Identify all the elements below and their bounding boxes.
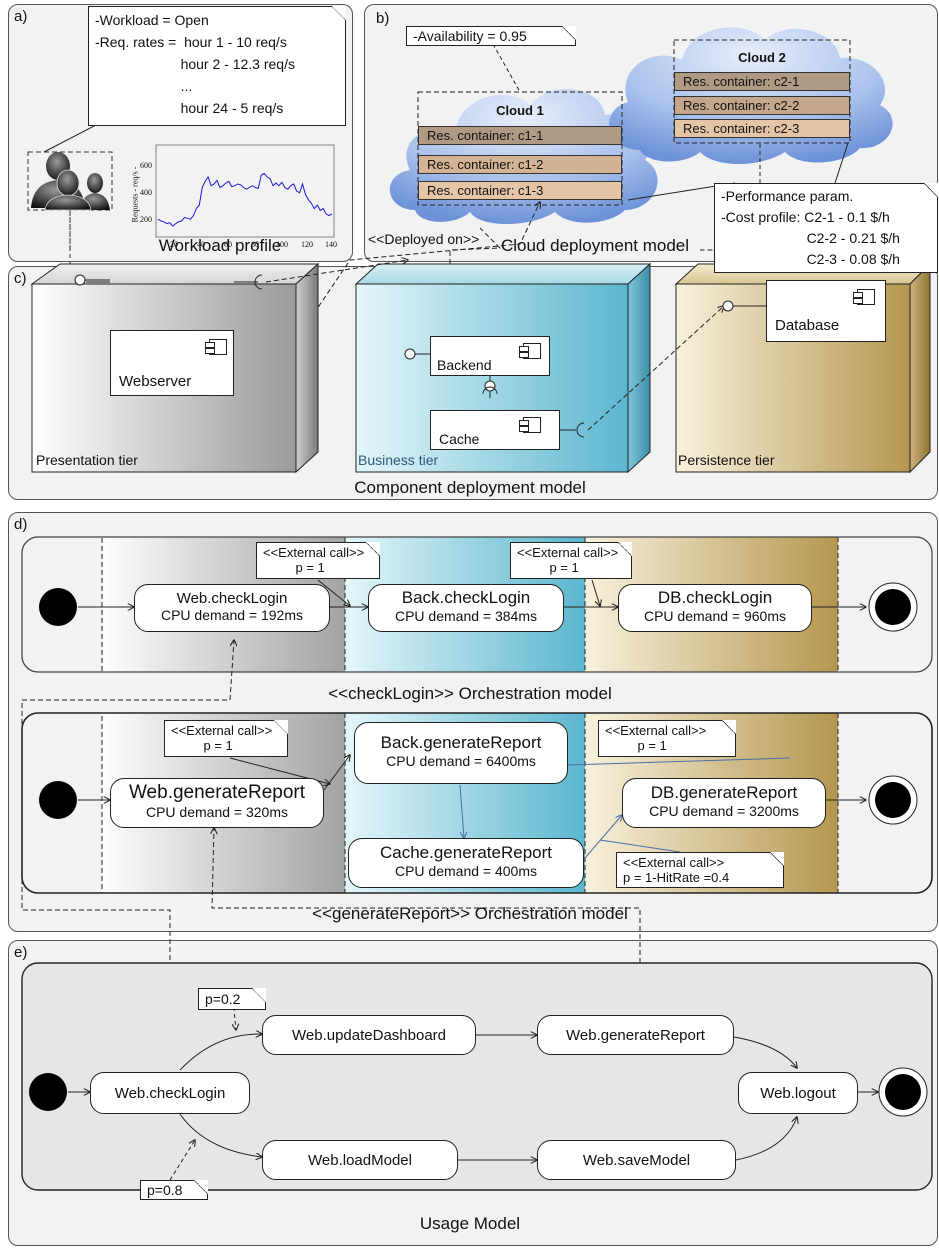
generate-external-call-3: <<External call>> p = 1-HitRate =0.4	[616, 852, 784, 888]
container-c2-1: Res. container: c2-1	[674, 72, 850, 91]
activity-cpu: CPU demand = 384ms	[394, 608, 538, 624]
webserver-component: Webserver	[110, 330, 234, 396]
component-icon	[519, 343, 541, 359]
activity-name: Web.checkLogin	[176, 590, 288, 607]
xtick: 20	[170, 240, 178, 249]
container-c2-3: Res. container: c2-3	[674, 119, 850, 138]
cloud1-title: Cloud 1	[496, 103, 544, 118]
backend-component: Backend	[430, 336, 550, 376]
activity-web-checklogin: Web.checkLogin CPU demand = 192ms	[134, 584, 330, 632]
ytick: 400	[140, 188, 152, 197]
usage-web-checklogin: Web.checkLogin	[90, 1072, 250, 1114]
component-icon	[205, 339, 227, 355]
probability-bottom-note: p=0.8	[140, 1180, 208, 1200]
component-icon	[853, 289, 875, 305]
component-icon	[519, 417, 541, 433]
ytick: 600	[140, 161, 152, 170]
xtick: 40	[197, 240, 205, 249]
activity-name: Cache.generateReport	[379, 843, 552, 862]
activity-cpu: CPU demand = 320ms	[145, 804, 289, 820]
activity-name: DB.checkLogin	[657, 588, 773, 607]
usage-web-savemodel: Web.saveModel	[537, 1140, 736, 1180]
panel-c-letter: c)	[14, 270, 27, 287]
activity-cpu: CPU demand = 192ms	[160, 607, 304, 623]
activity-cpu: CPU demand = 3200ms	[649, 803, 799, 819]
usage-web-loadmodel: Web.loadModel	[262, 1140, 458, 1180]
presentation-node	[30, 262, 320, 474]
activity-cpu: CPU demand = 400ms	[394, 863, 538, 879]
generate-external-call-2: <<External call>> p = 1	[598, 720, 736, 757]
cache-component: Cache	[430, 410, 560, 450]
deployed-on-label: <<Deployed on>>	[368, 231, 480, 247]
panel-e-letter: e)	[14, 944, 28, 961]
panel-b-letter: b)	[376, 10, 390, 27]
container-c1-2: Res. container: c1-2	[418, 155, 622, 174]
cloud-deployment-title: Cloud deployment model	[500, 236, 690, 255]
panel-a-letter: a)	[14, 8, 28, 25]
xtick: 120	[301, 240, 313, 249]
business-tier-label: Business tier	[358, 452, 439, 468]
webserver-label: Webserver	[119, 373, 192, 390]
activity-back-generatereport: Back.generateReport CPU demand = 6400ms	[354, 722, 568, 784]
activity-cpu: CPU demand = 6400ms	[386, 753, 536, 769]
workload-profile-title: Workload profile	[158, 236, 282, 255]
database-component: Database	[766, 280, 886, 342]
activity-cache-generatereport: Cache.generateReport CPU demand = 400ms	[348, 838, 584, 888]
checklogin-external-call-1: <<External call>> p = 1	[256, 542, 380, 579]
workload-note: -Workload = Open -Req. rates = hour 1 - …	[88, 6, 346, 126]
usage-web-updatedashboard: Web.updateDashboard	[262, 1015, 476, 1055]
presentation-tier-label: Presentation tier	[36, 452, 138, 468]
activity-db-generatereport: DB.generateReport CPU demand = 3200ms	[622, 778, 826, 828]
usage-model-title: Usage Model	[419, 1214, 521, 1233]
activity-db-checklogin: DB.checkLogin CPU demand = 960ms	[618, 584, 812, 632]
component-deployment-title: Component deployment model	[354, 478, 586, 497]
persistence-tier-label: Persistence tier	[678, 452, 775, 468]
checklogin-orchestration-title: <<checkLogin>> Orchestration model	[328, 684, 612, 703]
activity-back-checklogin: Back.checkLogin CPU demand = 384ms	[368, 584, 564, 632]
usage-web-logout: Web.logout	[738, 1072, 858, 1114]
cloud2-title: Cloud 2	[738, 50, 786, 65]
container-c2-2: Res. container: c2-2	[674, 96, 850, 115]
probability-top-note: p=0.2	[198, 988, 266, 1010]
activity-web-generatereport: Web.generateReport CPU demand = 320ms	[110, 778, 324, 828]
xtick: 100	[276, 240, 288, 249]
start-node	[39, 588, 77, 626]
activity-name: Back.generateReport	[380, 733, 542, 752]
cache-label: Cache	[439, 431, 480, 447]
container-c1-3: Res. container: c1-3	[418, 181, 622, 200]
backend-label: Backend	[437, 357, 492, 373]
users-icon	[27, 151, 113, 211]
panel-d-letter: d)	[14, 516, 28, 533]
activity-name: Web.generateReport	[128, 782, 306, 803]
xtick: 60	[224, 240, 232, 249]
container-c1-1: Res. container: c1-1	[418, 126, 622, 145]
plot-yticks: 600 400 200	[140, 152, 152, 233]
workload-plot	[155, 144, 335, 238]
activity-name: Back.checkLogin	[401, 588, 531, 607]
performance-note: -Performance param. -Cost profile: C2-1 …	[714, 183, 938, 273]
checklogin-external-call-2: <<External call>> p = 1	[510, 542, 632, 579]
activity-cpu: CPU demand = 960ms	[643, 608, 787, 624]
xtick: 140	[325, 240, 337, 249]
usage-web-generatereport: Web.generateReport	[537, 1015, 734, 1055]
activity-name: DB.generateReport	[650, 783, 798, 802]
business-node	[354, 262, 652, 474]
ytick: 200	[140, 215, 152, 224]
generatereport-orchestration-title: <<generateReport>> Orchestration model	[312, 904, 628, 923]
generate-external-call-1: <<External call>> p = 1	[164, 720, 288, 757]
database-label: Database	[775, 317, 840, 334]
xtick: 80	[251, 240, 259, 249]
availability-note: -Availability = 0.95	[406, 26, 576, 46]
plot-ylabel: Requests - req/s -	[130, 166, 140, 223]
